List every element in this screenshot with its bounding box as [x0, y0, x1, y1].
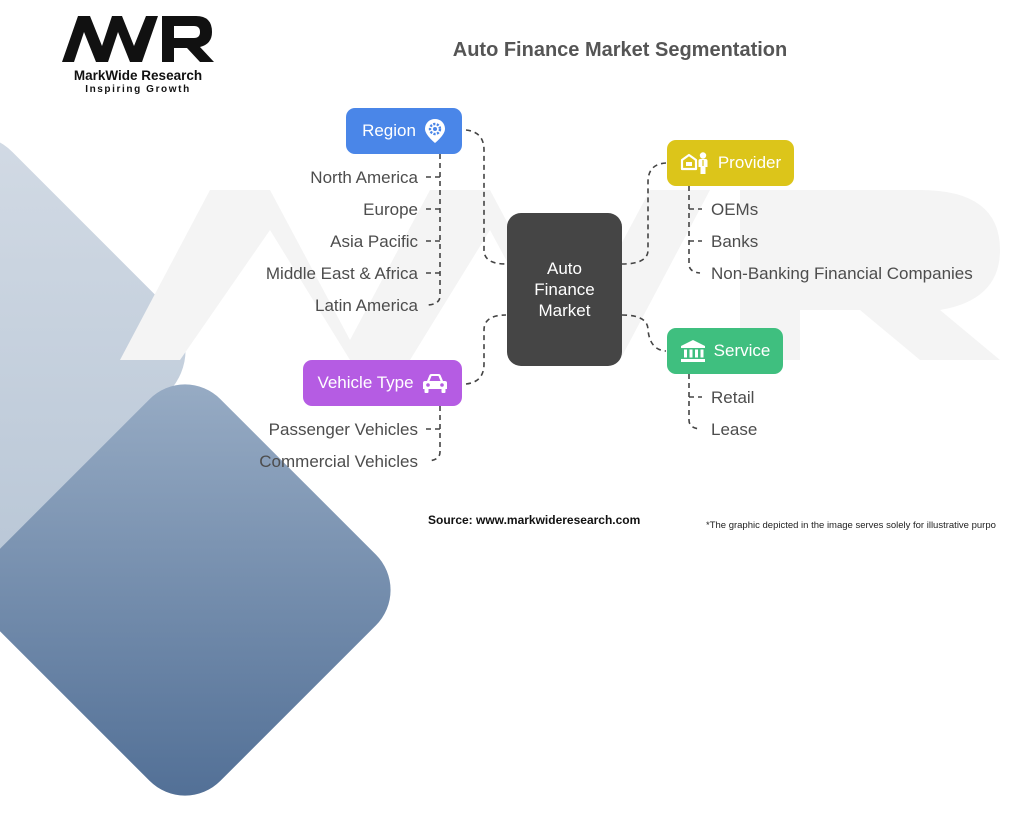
- region-item: Latin America: [315, 296, 418, 315]
- connector-provider: [621, 162, 667, 265]
- region-item: Asia Pacific: [330, 232, 418, 251]
- person-money-icon: [680, 151, 710, 175]
- connector-region-items: [427, 154, 441, 306]
- car-icon: [422, 372, 448, 394]
- connector-service-items: [688, 374, 701, 430]
- connector-vehicle-items: [427, 406, 441, 462]
- node-region: Region: [346, 108, 462, 154]
- connector-lines: [426, 129, 702, 462]
- brand-name: MarkWide Research: [73, 68, 203, 83]
- provider-item: Non-Banking Financial Companies: [711, 264, 973, 283]
- service-item: Retail: [711, 388, 755, 407]
- node-region-label: Region: [362, 121, 416, 140]
- vehicle-type-item: Commercial Vehicles: [259, 452, 418, 471]
- center-node-label: Auto Finance Market: [534, 259, 595, 320]
- brand-tagline: Inspiring Growth: [85, 84, 191, 95]
- region-item: Europe: [363, 200, 418, 219]
- connector-provider-items: [688, 186, 701, 274]
- provider-item: Banks: [711, 232, 759, 251]
- node-provider: Provider: [667, 140, 794, 186]
- page-title: Auto Finance Market Segmentation: [452, 39, 788, 61]
- location-gear-icon: [424, 118, 446, 144]
- center-node-auto-finance-market: Auto Finance Market: [507, 213, 622, 366]
- brand-logo: MarkWide Research Inspiring Growth: [56, 10, 220, 95]
- disclaimer-text: *The graphic depicted in the image serve…: [706, 520, 996, 531]
- watermark-logo: [120, 190, 1000, 360]
- node-service-label: Service: [713, 341, 771, 360]
- vehicle-type-item: Passenger Vehicles: [268, 420, 418, 439]
- node-provider-label: Provider: [717, 153, 782, 172]
- provider-item: OEMs: [711, 200, 759, 219]
- connector-service: [621, 314, 667, 352]
- source-credit: Source: www.markwideresearch.com: [428, 513, 641, 527]
- node-vehicle-type: Vehicle Type: [303, 360, 462, 406]
- node-service: Service: [667, 328, 783, 374]
- region-item: Middle East & Africa: [265, 264, 418, 283]
- region-item: North America: [310, 168, 418, 187]
- node-vehicle-type-label: Vehicle Type: [317, 373, 414, 392]
- mwr-logo-mark: [62, 16, 214, 62]
- service-item: Lease: [711, 420, 758, 439]
- connector-vehicle: [465, 314, 507, 385]
- connector-region: [465, 129, 507, 265]
- bank-icon: [680, 339, 706, 363]
